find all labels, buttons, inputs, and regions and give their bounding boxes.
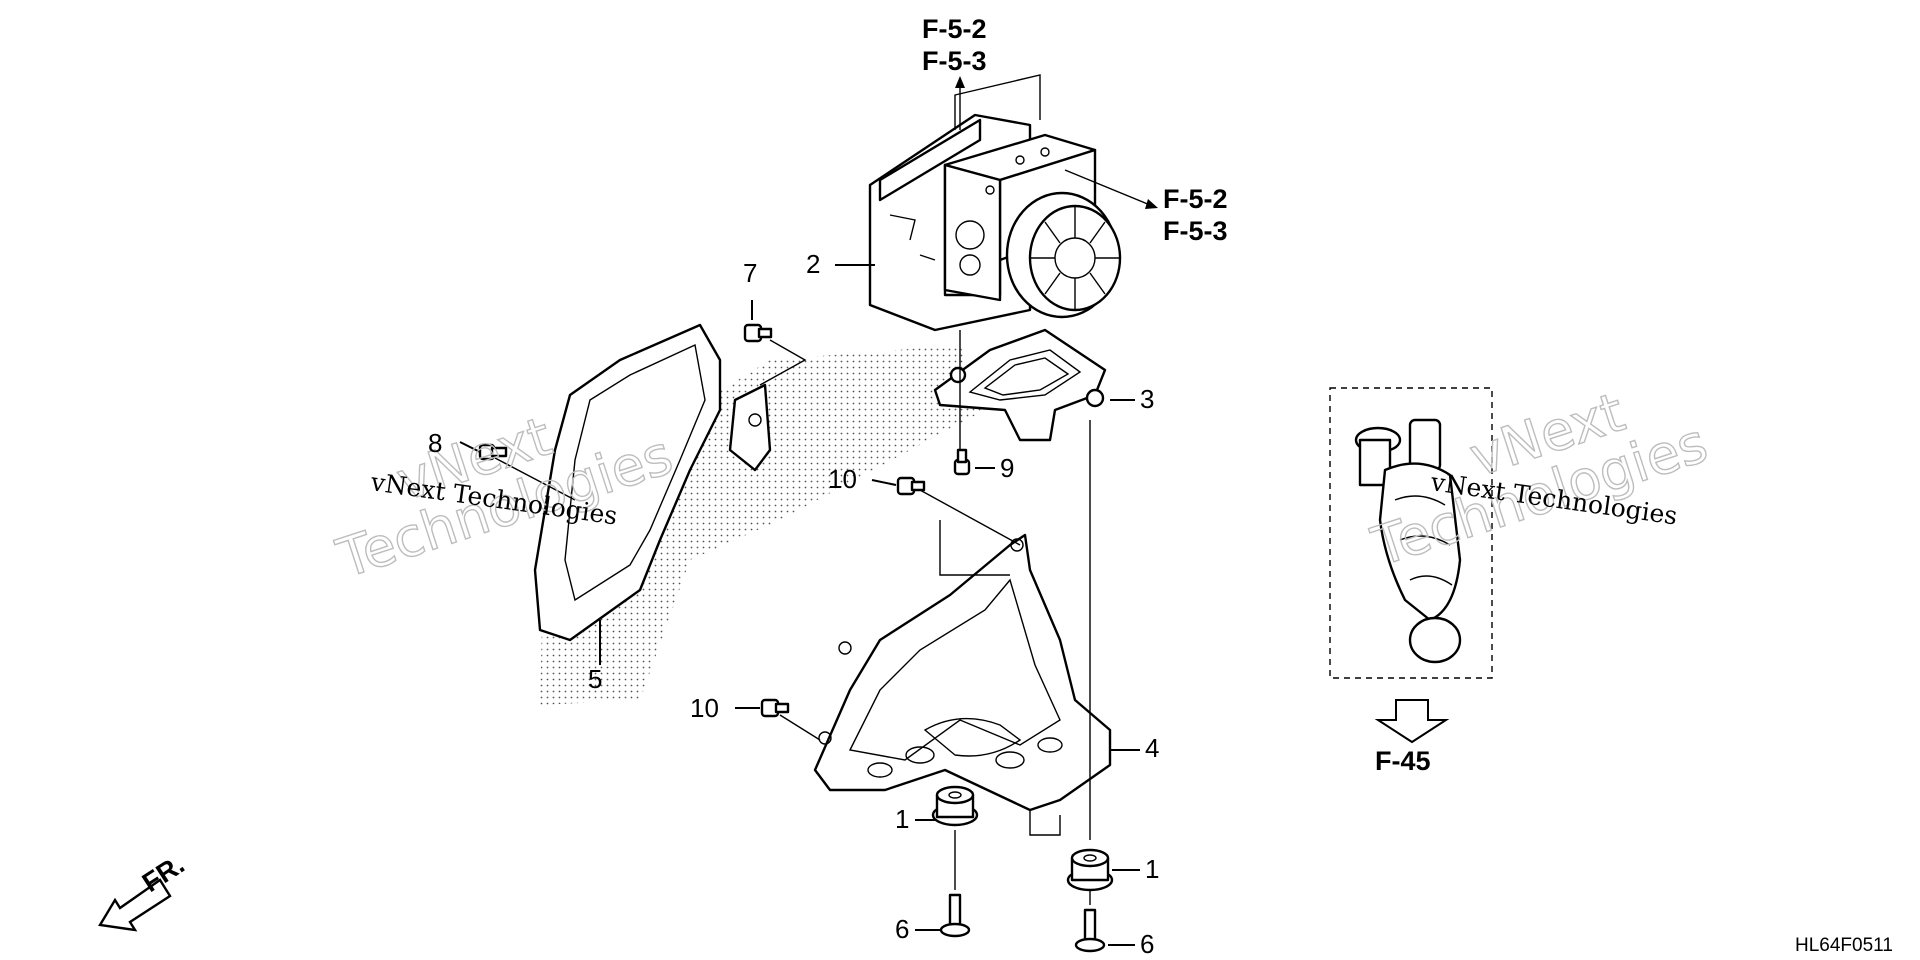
rubber-mount-right[interactable] xyxy=(1066,848,1114,892)
diagram-code: HL64F0511 xyxy=(1795,935,1893,956)
ref-right-f-5-3[interactable]: F-5-3 xyxy=(1163,216,1228,246)
bolt-10-lower[interactable] xyxy=(760,698,790,718)
callout-1-right[interactable]: 1 xyxy=(1145,854,1159,884)
front-direction-arrow-icon xyxy=(98,878,172,932)
callout-4[interactable]: 4 xyxy=(1145,733,1159,763)
callout-8[interactable]: 8 xyxy=(428,428,442,458)
abs-cover-shield[interactable] xyxy=(533,323,772,642)
abs-main-bracket[interactable] xyxy=(813,533,1112,812)
callout-3[interactable]: 3 xyxy=(1140,384,1154,414)
inset-arrow-icon xyxy=(1374,699,1450,744)
callout-1-left[interactable]: 1 xyxy=(895,804,909,834)
inset-sensor-part[interactable] xyxy=(1354,418,1462,664)
ref-top-f-5-3[interactable]: F-5-3 xyxy=(922,46,987,76)
callout-5[interactable]: 5 xyxy=(588,664,602,694)
callout-9[interactable]: 9 xyxy=(1000,453,1014,483)
ref-right-f-5-2[interactable]: F-5-2 xyxy=(1163,184,1228,214)
callout-2[interactable]: 2 xyxy=(806,249,820,279)
leader-lines xyxy=(459,74,1158,946)
abs-modulator-unit[interactable] xyxy=(868,113,1122,332)
bolt-10-upper[interactable] xyxy=(896,476,926,496)
abs-mounting-plate[interactable] xyxy=(933,328,1107,442)
callout-6-left[interactable]: 6 xyxy=(895,914,909,944)
bolt-6-left[interactable] xyxy=(939,893,971,938)
callout-10-lower[interactable]: 10 xyxy=(690,693,719,723)
ref-inset-f-45[interactable]: F-45 xyxy=(1375,746,1431,776)
rubber-mount-left[interactable] xyxy=(931,785,979,827)
bolt-6-right[interactable] xyxy=(1074,908,1106,953)
ref-top-f-5-2[interactable]: F-5-2 xyxy=(922,14,987,44)
callout-7[interactable]: 7 xyxy=(743,258,757,288)
bolt-9[interactable] xyxy=(953,448,971,476)
inset-box xyxy=(1329,387,1493,679)
callout-6-right[interactable]: 6 xyxy=(1140,929,1154,959)
bolt-7[interactable] xyxy=(743,323,773,343)
callout-10-upper[interactable]: 10 xyxy=(828,464,857,494)
